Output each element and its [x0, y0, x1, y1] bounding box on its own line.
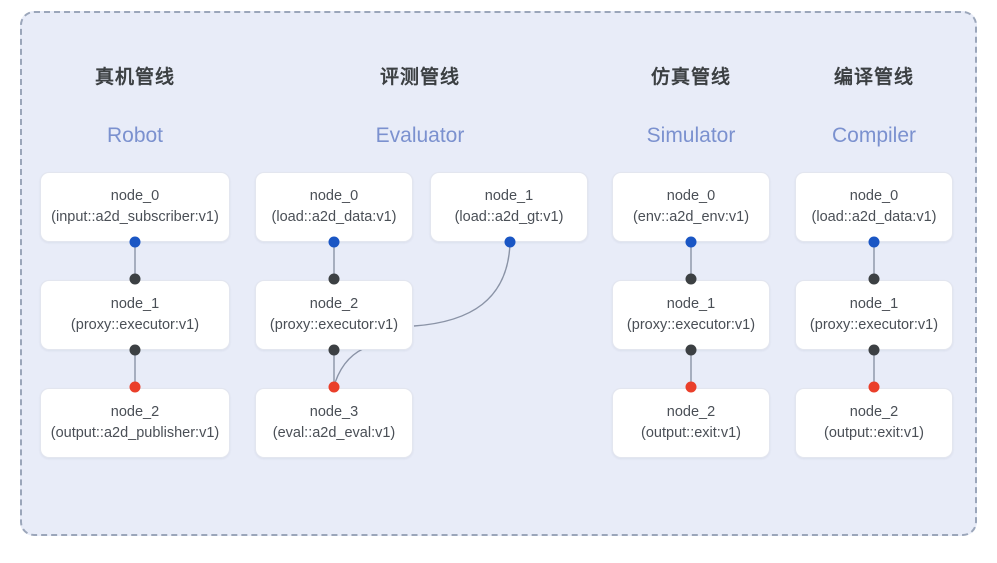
- node-name: node_1: [110, 296, 160, 313]
- node-box[interactable]: node_2 (output::a2d_publisher:v1): [40, 388, 230, 458]
- port-input-black[interactable]: [328, 273, 340, 285]
- port-input-red[interactable]: [129, 381, 141, 393]
- column-subtitle-robot: Robot: [106, 124, 164, 147]
- node-type: (proxy::executor:v1): [70, 317, 200, 333]
- node-type: (proxy::executor:v1): [626, 317, 756, 333]
- node-box[interactable]: node_1 (proxy::executor:v1): [795, 280, 953, 350]
- node-name: node_0: [666, 188, 716, 205]
- node-type: (load::a2d_data:v1): [271, 209, 397, 225]
- port-output-black[interactable]: [685, 344, 697, 356]
- node-name: node_2: [849, 404, 899, 421]
- node-type: (env::a2d_env:v1): [632, 209, 750, 225]
- node-name: node_0: [849, 188, 899, 205]
- node-box[interactable]: node_1 (load::a2d_gt:v1): [430, 172, 588, 242]
- node-type: (load::a2d_data:v1): [811, 209, 937, 225]
- node-box[interactable]: node_2 (output::exit:v1): [612, 388, 770, 458]
- port-input-black[interactable]: [868, 273, 880, 285]
- port-input-red[interactable]: [685, 381, 697, 393]
- node-type: (eval::a2d_eval:v1): [272, 425, 396, 441]
- node-box[interactable]: node_2 (output::exit:v1): [795, 388, 953, 458]
- port-input-black[interactable]: [685, 273, 697, 285]
- port-output-blue[interactable]: [129, 236, 141, 248]
- node-name: node_1: [849, 296, 899, 313]
- node-box[interactable]: node_0 (load::a2d_data:v1): [795, 172, 953, 242]
- node-name: node_0: [309, 188, 359, 205]
- port-output-black[interactable]: [868, 344, 880, 356]
- node-type: (output::a2d_publisher:v1): [50, 425, 220, 441]
- port-output-black[interactable]: [129, 344, 141, 356]
- node-name: node_1: [484, 188, 534, 205]
- node-box[interactable]: node_0 (input::a2d_subscriber:v1): [40, 172, 230, 242]
- column-subtitle-evaluator: Evaluator: [375, 124, 465, 147]
- port-output-blue[interactable]: [504, 236, 516, 248]
- node-type: (proxy::executor:v1): [269, 317, 399, 333]
- port-output-blue[interactable]: [868, 236, 880, 248]
- port-input-black[interactable]: [129, 273, 141, 285]
- node-name: node_2: [309, 296, 359, 313]
- node-type: (load::a2d_gt:v1): [454, 209, 564, 225]
- node-name: node_0: [110, 188, 160, 205]
- port-input-red[interactable]: [868, 381, 880, 393]
- column-title-evaluator: 评测管线: [379, 67, 460, 88]
- port-output-black[interactable]: [328, 344, 340, 356]
- node-box[interactable]: node_2 (proxy::executor:v1): [255, 280, 413, 350]
- node-type: (output::exit:v1): [824, 425, 924, 441]
- node-box[interactable]: node_3 (eval::a2d_eval:v1): [255, 388, 413, 458]
- node-name: node_1: [666, 296, 716, 313]
- node-box[interactable]: node_0 (load::a2d_data:v1): [255, 172, 413, 242]
- node-name: node_2: [666, 404, 716, 421]
- node-box[interactable]: node_0 (env::a2d_env:v1): [612, 172, 770, 242]
- port-output-blue[interactable]: [685, 236, 697, 248]
- node-type: (input::a2d_subscriber:v1): [51, 209, 219, 225]
- column-title-simulator: 仿真管线: [650, 67, 731, 88]
- node-name: node_2: [110, 404, 160, 421]
- node-box[interactable]: node_1 (proxy::executor:v1): [40, 280, 230, 350]
- node-type: (output::exit:v1): [641, 425, 741, 441]
- column-title-robot: 真机管线: [94, 67, 175, 88]
- column-subtitle-compiler: Compiler: [831, 124, 917, 147]
- port-output-blue[interactable]: [328, 236, 340, 248]
- node-type: (proxy::executor:v1): [809, 317, 939, 333]
- column-title-compiler: 编译管线: [833, 67, 914, 88]
- port-input-red[interactable]: [328, 381, 340, 393]
- node-name: node_3: [309, 404, 359, 421]
- column-subtitle-simulator: Simulator: [646, 124, 736, 147]
- node-box[interactable]: node_1 (proxy::executor:v1): [612, 280, 770, 350]
